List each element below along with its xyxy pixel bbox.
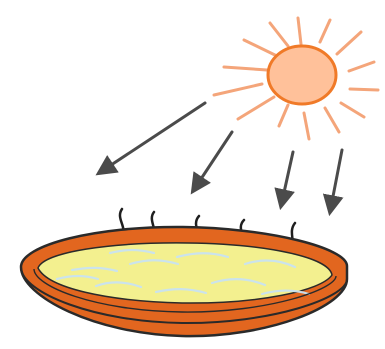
sun-icon bbox=[214, 18, 378, 139]
shallow-dish-icon bbox=[21, 227, 347, 336]
